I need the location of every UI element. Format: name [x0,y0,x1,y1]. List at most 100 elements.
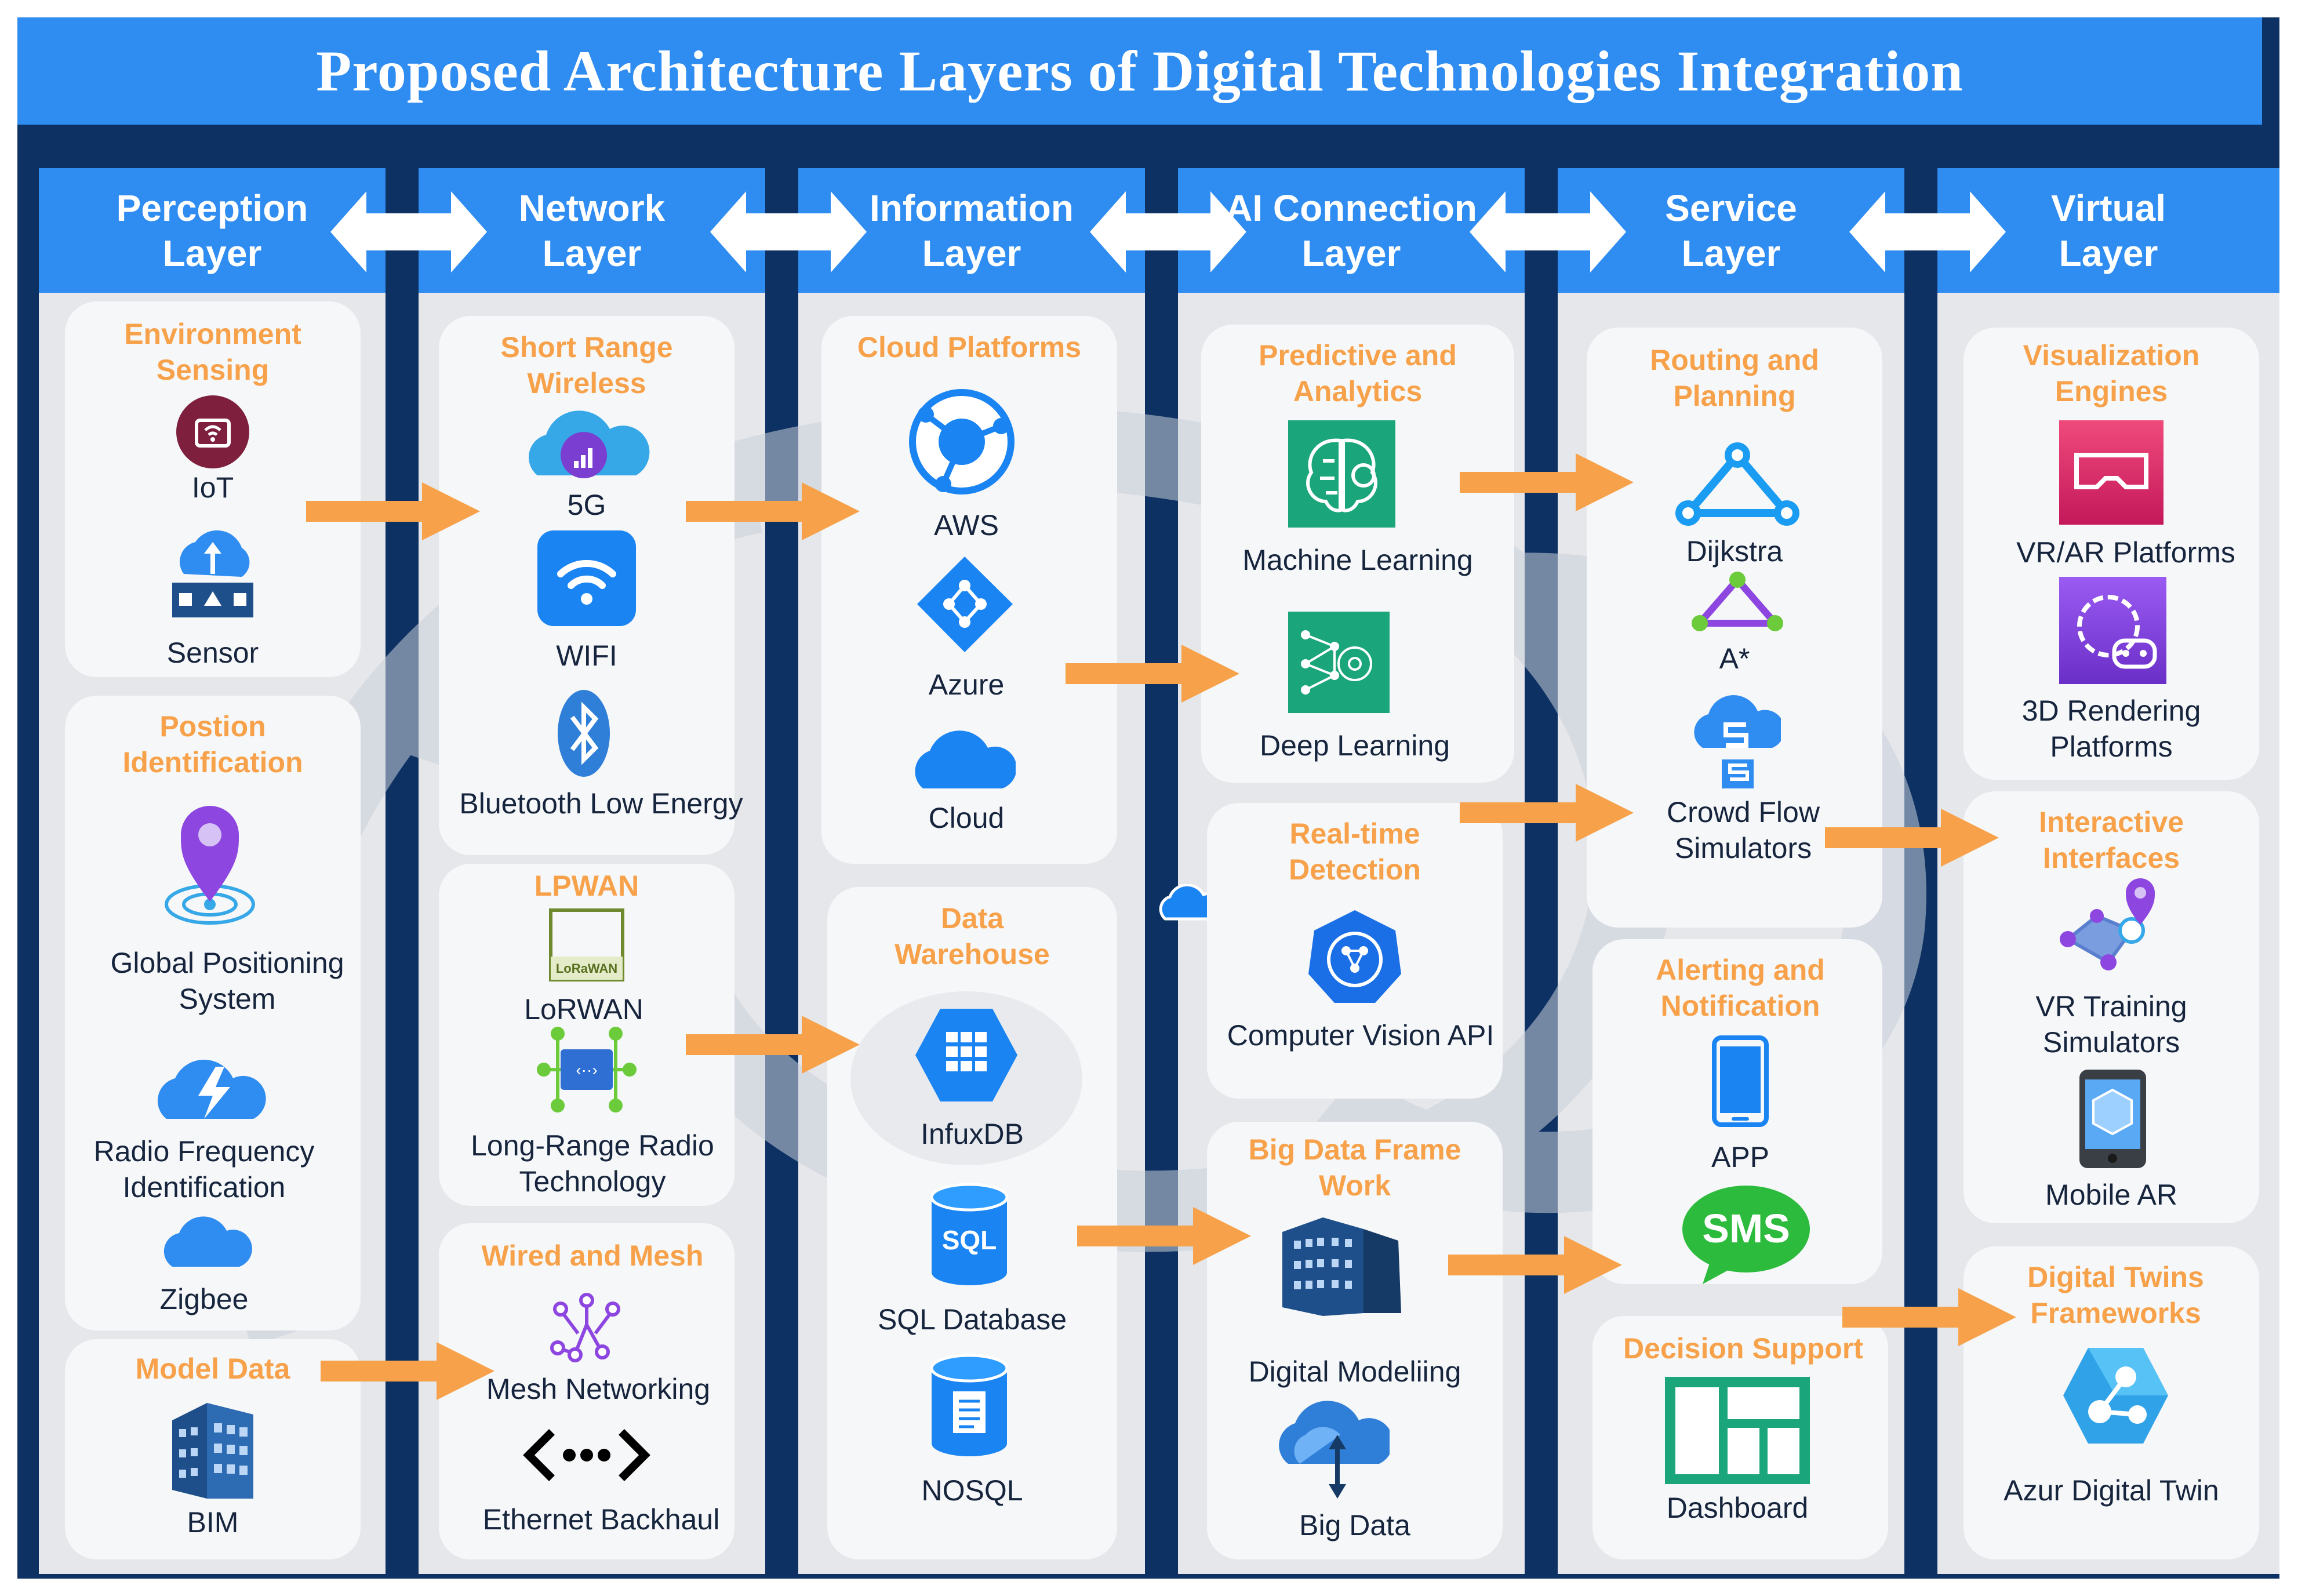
nosql-database-icon [930,1354,1009,1456]
astar-label: A* [1719,642,1750,675]
double-arrow-icon [1470,191,1626,272]
5g-label: 5G [567,489,606,521]
group-heading: Cloud Platforms [857,331,1082,363]
influxdb-grid-icon [915,1009,1017,1101]
flow-arrow [1825,809,1999,867]
app-label: APP [1711,1141,1770,1173]
layer-title: AI Connection [1226,187,1477,229]
flow-arrow [321,1342,494,1400]
aws-label: AWS [933,509,999,541]
dijkstra-graph-icon [1675,442,1799,526]
layer-title: Perception [116,187,308,229]
layer-header-perception: Perception Layer [39,168,386,293]
layer-subtitle: Layer [1681,232,1781,274]
group-heading: Decision Support [1623,1332,1863,1365]
layer-title: Virtual [2051,187,2166,229]
iot-icon [176,395,249,468]
dijkstra-label: Dijkstra [1686,535,1783,568]
long-range-radio-icon: ‹··› [537,1027,637,1113]
group-lpwan [439,864,735,1206]
zigbee-cloud-icon [163,1216,252,1267]
group-heading: Model Data [135,1353,290,1385]
group-visualization-engines [1964,328,2259,780]
dl-label: Deep Learning [1259,729,1450,762]
vr-headset-icon [2059,420,2164,525]
azure-diamond-icon [917,557,1013,652]
bluetooth-icon [558,690,610,777]
group-heading: LPWAN [534,870,639,902]
crowd-flow-cloud-icon [1694,695,1781,788]
sms-bubble-icon: SMS [1682,1186,1810,1284]
flow-arrow [686,1016,860,1074]
double-arrow-icon [1090,191,1246,272]
sql-icon-text: SQL [942,1225,997,1255]
double-arrow-icon [1849,191,2006,272]
lorawan-logo-text: LoRaWAN [556,961,617,976]
computer-vision-icon [1308,910,1401,1003]
flow-arrow [1460,784,1634,842]
bim-building-icon [172,1403,253,1499]
vrar-label: VR/AR Platforms [2016,536,2235,569]
zigbee-label: Zigbee [159,1283,249,1315]
flow-arrow [686,482,860,540]
sms-text: SMS [1702,1206,1790,1251]
sql-label: SQL Database [877,1303,1067,1336]
dashboard-icon [1665,1377,1810,1484]
dashboard-label: Dashboard [1666,1492,1809,1524]
gps-pin-icon [165,806,255,925]
lorawan-logo-icon: LoRaWAN [549,908,624,981]
digital-modeling-building-icon [1282,1217,1401,1316]
dm-label: Digital Modeliing [1248,1355,1461,1388]
ble-label: Bluetooth Low Energy [459,787,743,820]
flow-arrow [1066,645,1239,703]
deep-learning-icon [1288,612,1390,713]
small-cloud-icon [1159,884,1220,921]
double-arrow-icon [710,191,867,272]
double-arrow-icon [330,191,487,272]
layer-subtitle: Layer [922,232,1021,274]
azure-digital-twin-icon [2063,1348,2168,1444]
title-bar: Proposed Architecture Layers of Digital … [17,17,2262,125]
vr-training-map-icon [2060,878,2155,970]
adt-label: Azur Digital Twin [2004,1474,2219,1507]
wifi-icon [537,530,636,626]
flow-arrow [306,482,480,540]
machine-learning-brain-icon [1288,420,1395,528]
group-big-data-framework [1207,1122,1503,1559]
flow-arrow [1448,1236,1622,1294]
sql-database-icon: SQL [930,1183,1009,1285]
cv-label: Computer Vision API [1227,1019,1495,1052]
ethernet-code-icon [523,1429,650,1481]
ml-label: Machine Learning [1242,544,1473,576]
lorawan-label: LoRWAN [524,993,643,1026]
cloud-icon [915,730,1016,788]
layer-subtitle: Layer [542,232,642,274]
mesh-networking-icon [550,1293,620,1362]
layer-title: Service [1665,187,1797,229]
sensor-label: Sensor [166,637,259,669]
iot-label: IoT [191,471,234,504]
sensor-icon [172,530,253,617]
cloud-label: Cloud [928,802,1005,834]
layer-subtitle: Layer [162,232,262,274]
bigdata-label: Big Data [1299,1509,1410,1542]
wifi-label: WIFI [556,639,617,672]
layer-title: Network [518,187,666,229]
mobile-ar-label: Mobile AR [2045,1179,2177,1211]
flow-arrow [1460,453,1634,511]
